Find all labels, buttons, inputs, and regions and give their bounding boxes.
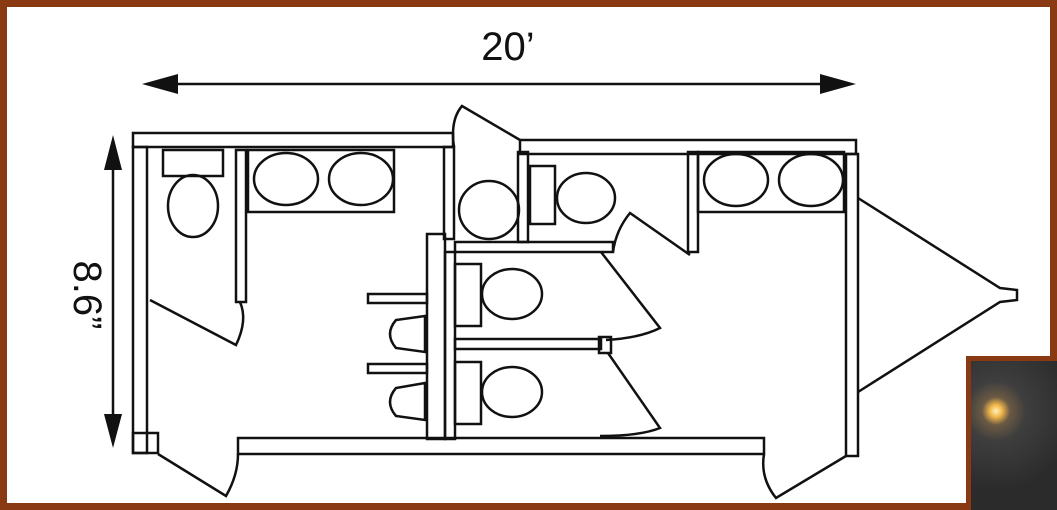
toilet-tank-right: [528, 164, 557, 226]
corner-post: [131, 431, 160, 455]
toilet-tank-left: [161, 148, 225, 178]
stall-divider-lower: [453, 337, 603, 351]
width-label: 20’: [481, 25, 534, 69]
toilet-tank-lower-2: [453, 360, 483, 426]
center-wall-top: [442, 145, 456, 241]
height-label: 8.6”: [65, 261, 109, 330]
urinal-1-icon: [388, 314, 427, 354]
arrow-left-icon: [142, 74, 178, 94]
recessed-light-photo-icon: [966, 356, 1057, 510]
arrow-down-icon: [104, 414, 122, 448]
toilet-lower-1-icon: [480, 267, 544, 321]
fixtures: [149, 104, 847, 500]
urinal-divider-1: [366, 292, 429, 305]
door-swing-upper-right: [611, 211, 691, 257]
right-wall: [844, 152, 860, 458]
trailer-outline: [131, 131, 1019, 458]
sink-center-icon: [457, 179, 521, 241]
urinal-2-icon: [388, 381, 427, 422]
trailer-hitch: [857, 196, 1019, 394]
arrow-right-icon: [820, 74, 856, 94]
toilet-tank-lower-1: [453, 262, 483, 328]
height-dimension: 8.6”: [65, 135, 122, 448]
arrow-up-icon: [104, 135, 122, 170]
sink-right-1-icon: [702, 152, 770, 208]
stall-partition-upper: [516, 150, 530, 244]
stall-divider-post: [597, 335, 613, 355]
sink-right-2-icon: [777, 152, 845, 208]
left-wall: [131, 145, 149, 455]
door-swing-lower-2: [599, 352, 662, 438]
toilet-left-icon: [166, 173, 220, 239]
toilet-lower-2-icon: [480, 365, 544, 419]
bottom-wall: [236, 436, 766, 456]
urinal-divider-2: [366, 362, 429, 375]
door-swing-lower-1: [600, 251, 662, 342]
sink-left-1-icon: [252, 151, 320, 207]
stall-wall-lower-left: [443, 250, 457, 441]
top-wall-left: [131, 131, 455, 149]
door-swing-left: [149, 298, 245, 347]
stall-partition-right: [686, 150, 700, 254]
urinal-wall: [425, 232, 447, 441]
door-swing-center: [451, 104, 521, 148]
stall-wall-upper: [453, 240, 615, 254]
toilet-right-upper-icon: [555, 171, 617, 225]
door-swing-bottom-right: [762, 453, 847, 500]
sink-left-2-icon: [327, 151, 395, 207]
width-dimension: 20’: [142, 25, 856, 94]
stall-partition-left: [234, 148, 248, 304]
door-swing-bottom-left: [157, 452, 240, 498]
